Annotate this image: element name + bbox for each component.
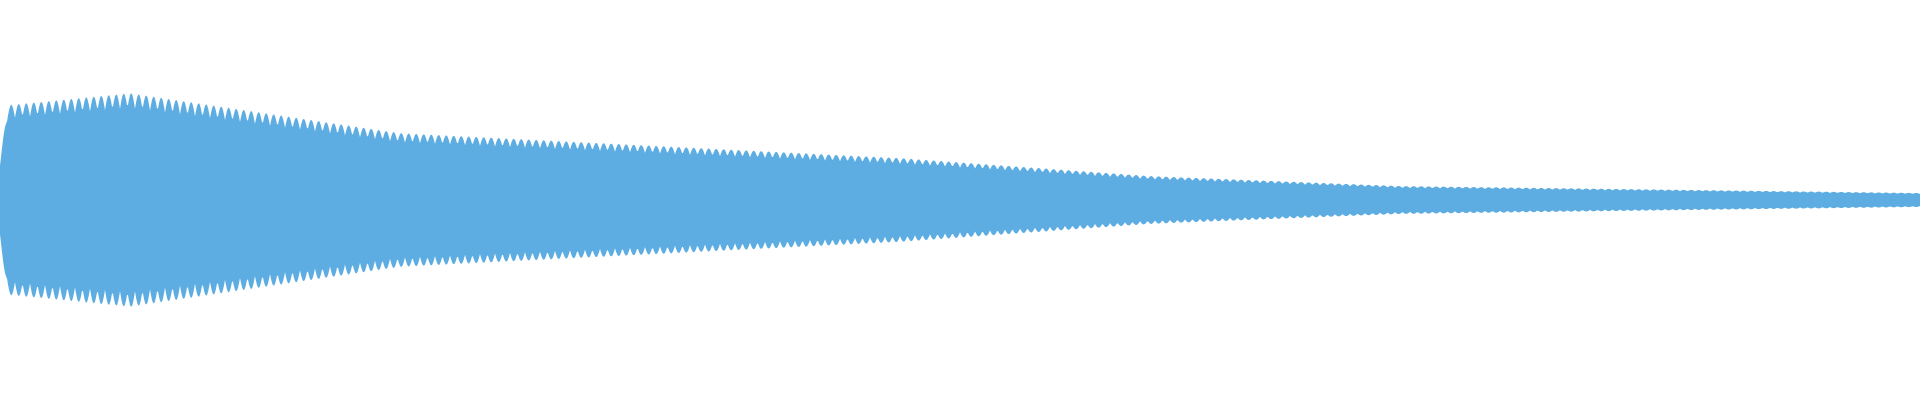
waveform-shape [0, 93, 1920, 307]
